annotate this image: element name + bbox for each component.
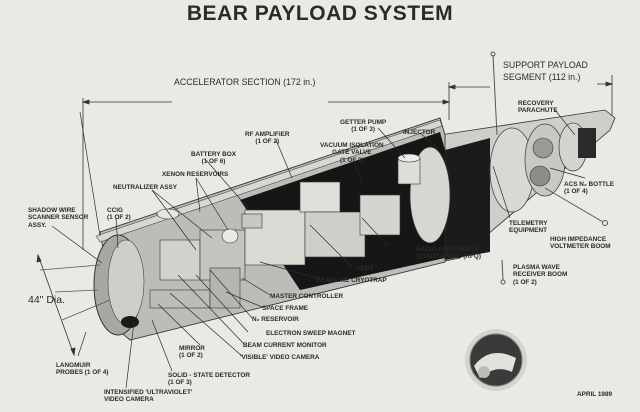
label-beam-current-monitor: BEAM CURRENT MONITOR <box>243 342 327 349</box>
label-shadow-wire-scanner: SHADOW WIRE SCANNER SENSOR ASSY. <box>28 207 89 229</box>
leader-lines <box>51 109 586 389</box>
label-solid-state-detector: SOLID - STATE DETECTOR (1 of 3) <box>168 372 251 387</box>
label-rf-amplifier: RF AMPLIFIER (1 of 2) <box>245 131 290 146</box>
battery-box <box>241 213 263 229</box>
plasma-wave-boom-upper <box>492 54 498 136</box>
diameter-label: 44" Dia. <box>28 294 65 306</box>
support-segment-label-line2: SEGMENT (112 in.) <box>503 72 581 82</box>
label-radio-frequency-quadrupole: RADIO FREQUENCY QUADRUPOLE (RFQ) <box>416 246 481 261</box>
label-recovery-parachute: RECOVERY PARACHUTE <box>518 100 558 115</box>
label-plasma-wave-receiver-boom: PLASMA WAVE RECEIVER BOOM (1 of 2) <box>513 264 568 286</box>
label-acs-n2-bottle: ACS N₂ BOTTLE (1 of 4) <box>564 181 615 196</box>
label-neutralizer-assy: NEUTRALIZER ASSY <box>113 184 178 191</box>
rf-amplifier-block <box>299 181 341 213</box>
voltmeter-boom <box>544 187 604 223</box>
acs-bottle-lower <box>529 165 551 187</box>
diagram-title: BEAR PAYLOAD SYSTEM <box>186 2 454 25</box>
label-hebt: HEBT <box>356 265 374 272</box>
diameter-line <box>37 254 75 356</box>
mission-patch <box>465 329 527 391</box>
label-master-controller: MASTER CONTROLLER <box>270 293 344 300</box>
label-intensified-ultraviolet-video-camera: INTENSIFIED 'ULTRAVIOLET' VIDEO CAMERA <box>104 389 193 404</box>
label-vacuum-isolation-gate-valve: VACUUM ISOLATION GATE VALVE (1 of 3) <box>320 142 384 164</box>
label-space-frame: SPACE FRAME <box>262 305 309 312</box>
label-langmuir-probes: LANGMUIR PROBES (1 of 4) <box>56 362 109 377</box>
label-battery-box: BATTERY BOX (1 of 6) <box>191 151 236 166</box>
accelerator-section-label: ACCELERATOR SECTION (172 in.) <box>174 77 316 87</box>
support-segment-label-line1: SUPPORT PAYLOAD <box>503 60 588 70</box>
label-getter-pump: GETTER PUMP (1 of 3) <box>340 119 387 134</box>
label-xenon-reservoirs: XENON RESERVOIRS <box>162 171 229 178</box>
label-high-impedance-voltmeter-boom: HIGH IMPEDANCE VOLTMETER BOOM <box>550 236 611 251</box>
langmuir-probes <box>39 264 111 321</box>
label-mirror: MIRROR (1 of 2) <box>179 345 205 360</box>
label-telemetry-equipment: TELEMETRY EQUIPMENT <box>509 220 548 235</box>
acs-bottle-upper <box>532 137 554 159</box>
booms <box>490 51 608 285</box>
label-visible-video-camera: 'VISIBLE' VIDEO CAMERA <box>240 354 320 361</box>
label-ccig: CCIG (1 of 2) <box>107 207 131 222</box>
support-payload-body <box>439 109 616 263</box>
dimension-lines <box>36 75 614 357</box>
xenon-reservoir <box>156 208 180 220</box>
label-injector: INJECTOR <box>403 129 436 136</box>
label-beamline-cryotrap: BEAMLINE CRYOTRAP <box>316 277 387 284</box>
date-label: APRIL 1989 <box>577 391 613 398</box>
label-n2-reservoir: N₂ RESERVOIR <box>252 316 299 323</box>
plasma-wave-boom-lower <box>501 259 504 281</box>
label-electron-sweep-magnet: ELECTRON SWEEP MAGNET <box>266 330 356 337</box>
